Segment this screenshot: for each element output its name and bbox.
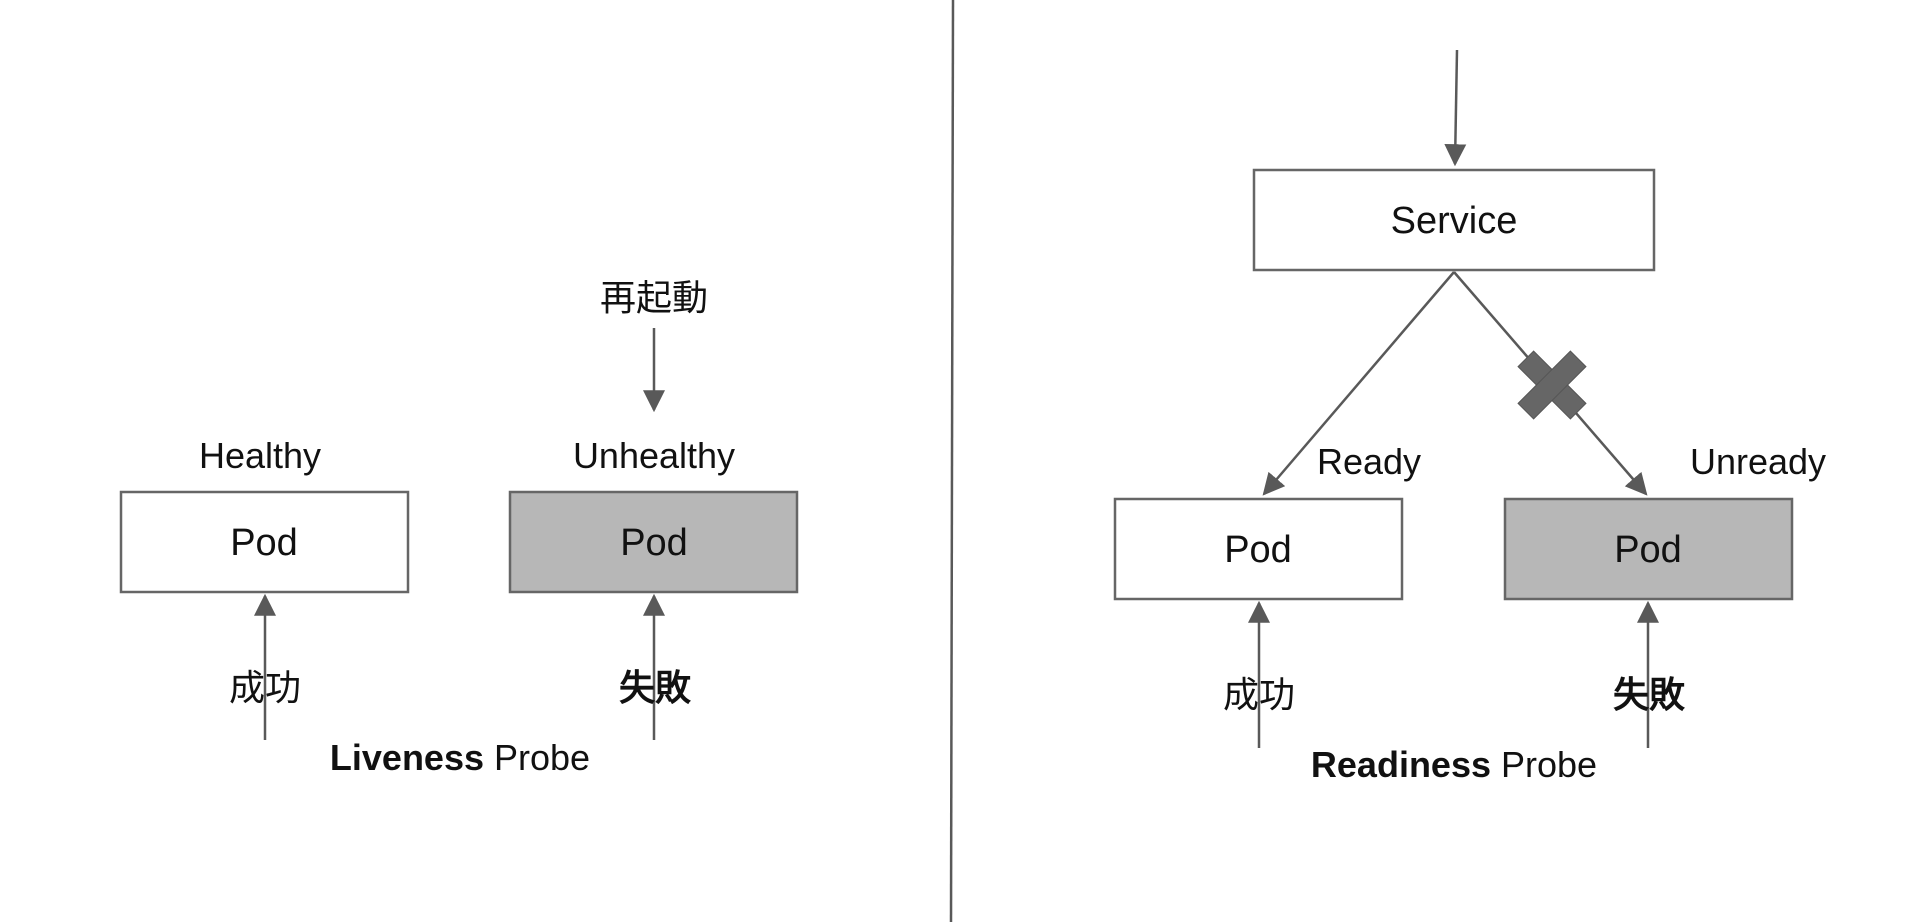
readiness-title-rest: Probe (1491, 744, 1597, 785)
liveness-healthy-group: Healthy Pod 成功 (119, 435, 410, 740)
liveness-unhealthy-pod-label: Pod (620, 522, 688, 564)
readiness-unready-pod-label: Pod (1614, 529, 1682, 571)
restart-label: 再起動 (600, 278, 708, 319)
liveness-healthy-pod (119, 490, 410, 594)
readiness-unready-probe-result: 失敗 (1613, 675, 1686, 716)
liveness-healthy-pod-label: Pod (230, 522, 298, 564)
healthy-label: Healthy (199, 435, 321, 476)
liveness-unhealthy-group: 再起動 Unhealthy Pod 失敗 (508, 278, 799, 740)
panel-divider (949, 0, 955, 922)
readiness-ready-group: Ready Pod 成功 (1113, 441, 1421, 748)
service-label: Service (1391, 200, 1518, 242)
liveness-title-rest: Probe (484, 737, 590, 778)
unhealthy-label: Unhealthy (573, 435, 735, 476)
unready-label: Unready (1690, 441, 1826, 482)
incoming-traffic-arrow (1444, 49, 1467, 167)
liveness-title-bold: Liveness (330, 737, 484, 778)
liveness-panel: Healthy Pod 成功 再起動 Unhealthy Pod 失敗 Live… (119, 278, 799, 778)
route-to-ready-arrow (1262, 271, 1455, 496)
ready-label: Ready (1317, 441, 1421, 482)
liveness-unhealthy-pod (508, 490, 799, 594)
readiness-title-bold: Readiness (1311, 744, 1491, 785)
readiness-panel: Service Ready Pod 成功 Unready Pod 失敗 Read… (1113, 49, 1826, 785)
readiness-unready-group: Unready Pod 失敗 (1503, 441, 1826, 748)
service-box (1252, 168, 1656, 272)
liveness-probe-title: Liveness Probe (330, 737, 590, 778)
readiness-unready-pod (1503, 497, 1794, 601)
liveness-healthy-probe-result: 成功 (229, 668, 301, 709)
liveness-unhealthy-probe-result: 失敗 (619, 668, 692, 709)
readiness-probe-title: Readiness Probe (1311, 744, 1597, 785)
x-mark-icon (1517, 350, 1587, 420)
readiness-ready-pod (1113, 497, 1404, 601)
readiness-ready-probe-result: 成功 (1223, 675, 1295, 716)
readiness-ready-pod-label: Pod (1224, 529, 1292, 571)
